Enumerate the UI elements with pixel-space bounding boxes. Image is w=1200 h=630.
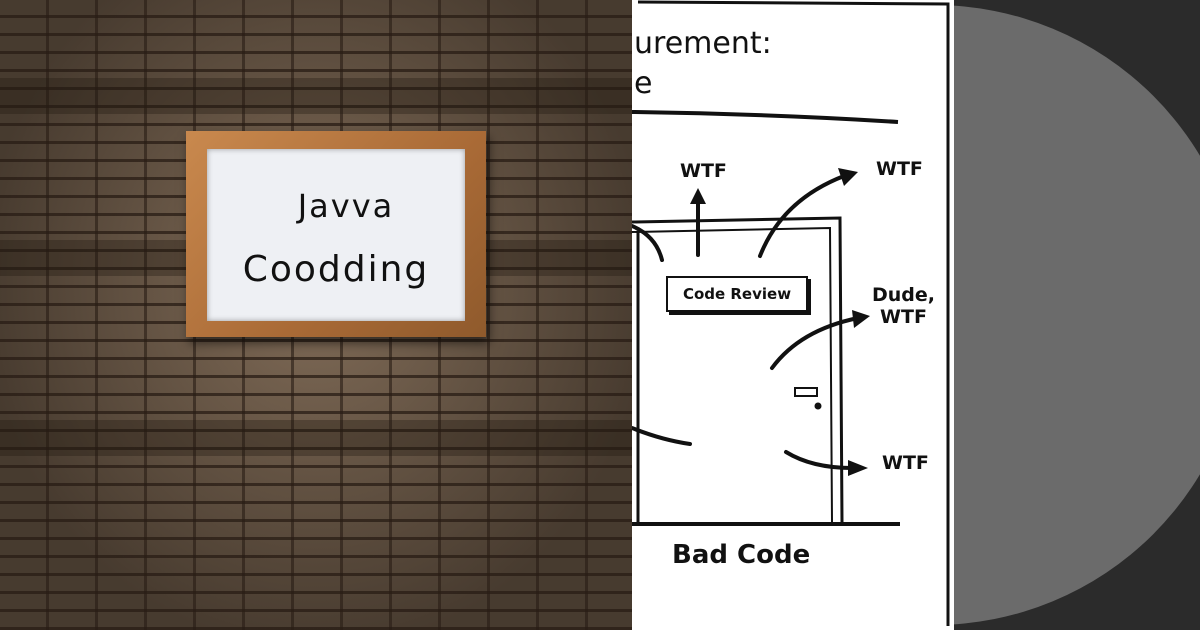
door-frame-inner (632, 226, 833, 523)
sketch-heading-line2: e (634, 66, 653, 101)
wtf-label: WTF (882, 452, 929, 474)
wtf-label: WTF (876, 158, 923, 180)
dude-label: Dude, (872, 284, 936, 306)
whiteboard: Javva Coodding (207, 149, 465, 321)
arrow-bottom-left (632, 426, 692, 446)
arrow-middle-right (770, 316, 860, 370)
decorative-panel (954, 0, 1200, 630)
board-text-line1: Javva (297, 187, 395, 225)
arrowhead (848, 460, 868, 476)
wall-shadow-band (0, 420, 632, 456)
board-text-line2: Coodding (242, 249, 430, 290)
page-border (637, 0, 950, 626)
arrow-top-right (758, 174, 846, 258)
wtf-label: WTF (880, 306, 927, 328)
wooden-frame: Javva Coodding (186, 131, 486, 337)
arrow-top-left-curve (632, 224, 664, 262)
wall-shadow-band (0, 78, 632, 114)
sketch-heading-line1: urement: (634, 26, 772, 61)
code-quality-sketch: urement: e WTF WTF Dude, WTF WTF Code Re… (632, 0, 954, 630)
heading-underline (632, 110, 899, 124)
arrowhead (838, 168, 858, 186)
brick-wall-image: Javva Coodding (0, 0, 632, 630)
bad-code-caption: Bad Code (672, 540, 811, 570)
wtf-label: WTF (680, 160, 727, 182)
grey-circle-shape (954, 5, 1200, 625)
door-handle (794, 387, 818, 397)
door-knob (814, 402, 822, 410)
dude-wtf-label: Dude, WTF (872, 284, 935, 328)
sketch-drawing (632, 0, 950, 626)
code-review-sign: Code Review (666, 276, 808, 312)
arrowhead (690, 188, 706, 204)
door-frame-outer (632, 216, 844, 523)
arrow-bottom-right (784, 450, 854, 470)
arrowhead (852, 310, 870, 328)
